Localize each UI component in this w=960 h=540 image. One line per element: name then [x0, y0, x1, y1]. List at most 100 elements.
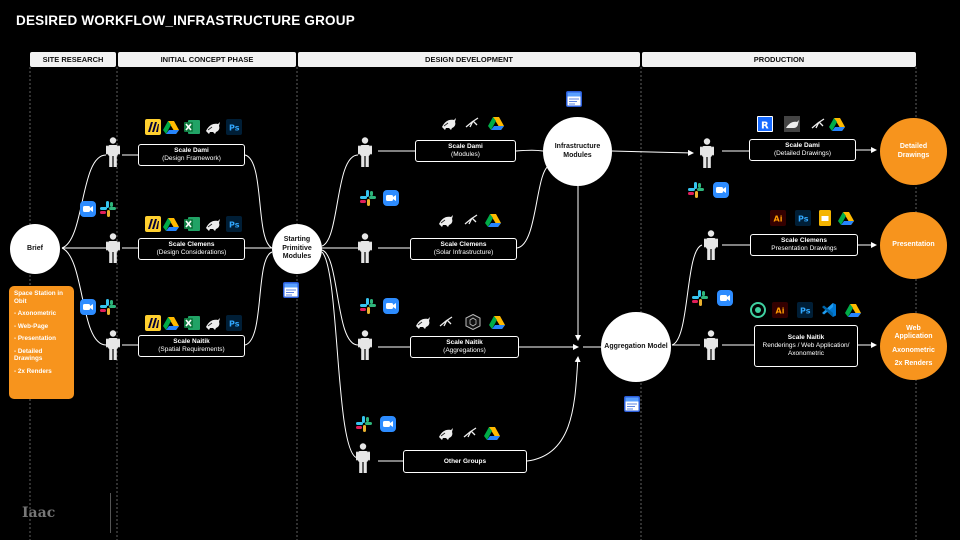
grasshopper-icon [463, 212, 479, 228]
dev-node-other-groups: Other Groups [403, 450, 527, 473]
aggregation-model-node: Aggregation Model [601, 312, 671, 382]
person-icon [700, 138, 714, 168]
brief-item: Space Station in Obit [14, 290, 63, 305]
drive-icon [838, 210, 854, 226]
starting-modules-node: Starting Primitive Modules [272, 224, 322, 274]
output-presentation: Presentation [880, 212, 947, 279]
page-title: DESIRED WORKFLOW_INFRASTRUCTURE GROUP [16, 13, 355, 28]
node-name: Scale Dami [785, 142, 820, 149]
brief-item: - Axonometric [14, 310, 57, 317]
output-label: Detailed Drawings [897, 143, 930, 159]
node-sub: (Aggregations) [443, 347, 486, 354]
slack-icon [360, 190, 376, 206]
rhino-icon [441, 115, 457, 131]
ps-icon: Ps [226, 315, 242, 331]
person-icon [106, 137, 120, 167]
brief-item: - Detailed Drawings [14, 347, 43, 363]
grasshopper-icon [810, 116, 826, 132]
drive-icon [845, 302, 861, 318]
brief-box: Space Station in Obit - Axonometric - We… [9, 286, 74, 399]
ps-icon: Ps [795, 210, 811, 226]
ps-icon: Ps [226, 119, 242, 135]
node-name: Scale Naitik [446, 339, 483, 346]
rhino-icon [438, 212, 454, 228]
phase-initial-concept: INITIAL CONCEPT PHASE [118, 52, 296, 67]
dev-node-dami: Scale Dami (Modules) [415, 140, 516, 162]
zoom-icon [713, 182, 729, 198]
slack-icon [688, 182, 704, 198]
person-icon [106, 330, 120, 360]
output-label: 2x Renders [894, 360, 933, 367]
rhino-icon [205, 216, 221, 232]
node-sub: Renderings / Web Application/ Axonometri… [762, 342, 850, 357]
output-label: Web Application [894, 324, 933, 341]
prod-node-dami: Scale Dami (Detailed Drawings) [749, 139, 856, 161]
drive-icon [163, 119, 179, 135]
dev-node-naitik: Scale Naitik (Aggregations) [410, 336, 519, 358]
node-name: Scale Dami [448, 143, 483, 150]
rhinobox-icon [784, 116, 800, 132]
person-icon [356, 443, 370, 473]
infrastructure-modules-node: Infrastructure Modules [543, 117, 612, 186]
node-name: Scale Clemens [440, 241, 487, 248]
svg-text:Ps: Ps [798, 215, 809, 224]
person-icon [704, 230, 718, 260]
node-name: Other Groups [443, 457, 487, 465]
ai-icon: Ai [772, 302, 788, 318]
cloud-icon [624, 396, 640, 412]
cloud-icon [283, 282, 299, 298]
prod-node-naitik: Scale Naitik Renderings / Web Applicatio… [754, 325, 858, 367]
ai-icon: Ai [770, 210, 786, 226]
concept-node-dami: Scale Dami (Design Framework) [138, 144, 245, 166]
slack-icon [360, 298, 376, 314]
drive-icon [163, 216, 179, 232]
concept-node-clemens: Scale Clemens (Design Considerations) [138, 238, 245, 260]
node-name: Scale Naitik [787, 334, 825, 341]
grasshopper-icon [438, 314, 454, 330]
rhino-icon [205, 119, 221, 135]
excel-icon [184, 315, 200, 331]
node-sub: (Design Framework) [162, 155, 221, 162]
person-icon [358, 137, 372, 167]
drive-icon [163, 315, 179, 331]
zoom-icon [383, 190, 399, 206]
miro-icon [145, 119, 161, 135]
excel-icon [184, 119, 200, 135]
brief-item: - Web-Page [14, 322, 49, 330]
output-label: Presentation [892, 241, 935, 249]
hexagon-icon [465, 313, 481, 331]
drive-icon [488, 115, 504, 131]
greenlogo-icon [750, 302, 766, 318]
svg-text:Ai: Ai [776, 307, 785, 316]
phase-production: PRODUCTION [642, 52, 916, 67]
phase-design-development: DESIGN DEVELOPMENT [298, 52, 640, 67]
person-icon [704, 330, 718, 360]
svg-text:Ps: Ps [800, 307, 811, 316]
drive-icon [484, 425, 500, 441]
svg-text:Ps: Ps [229, 124, 240, 133]
svg-text:Ps: Ps [229, 320, 240, 329]
output-web-application: Web Application Axonometric 2x Renders [880, 313, 947, 380]
dev-node-clemens: Scale Clemens (Solar Infrastructure) [410, 238, 517, 260]
node-sub: (Modules) [451, 151, 480, 158]
svg-text:Ai: Ai [774, 215, 783, 224]
excel-icon [184, 216, 200, 232]
phase-site-research: SITE RESEARCH [30, 52, 116, 67]
rhino-icon [205, 315, 221, 331]
drive-icon [485, 212, 501, 228]
node-sub: (Detailed Drawings) [773, 150, 832, 157]
revit-icon: R [757, 116, 773, 132]
miro-icon [145, 216, 161, 232]
rhino-icon [438, 425, 454, 441]
node-name: Scale Dami [174, 147, 209, 154]
slack-icon [100, 299, 116, 315]
grasshopper-icon [462, 425, 478, 441]
drive-icon [829, 116, 845, 132]
drive-icon [489, 314, 505, 330]
slack-icon [692, 290, 708, 306]
person-icon [358, 233, 372, 263]
zoom-icon [380, 416, 396, 432]
node-sub: Presentation Drawings [771, 245, 837, 252]
node-name: Scale Naitik [173, 338, 210, 345]
ps-icon: Ps [797, 302, 813, 318]
